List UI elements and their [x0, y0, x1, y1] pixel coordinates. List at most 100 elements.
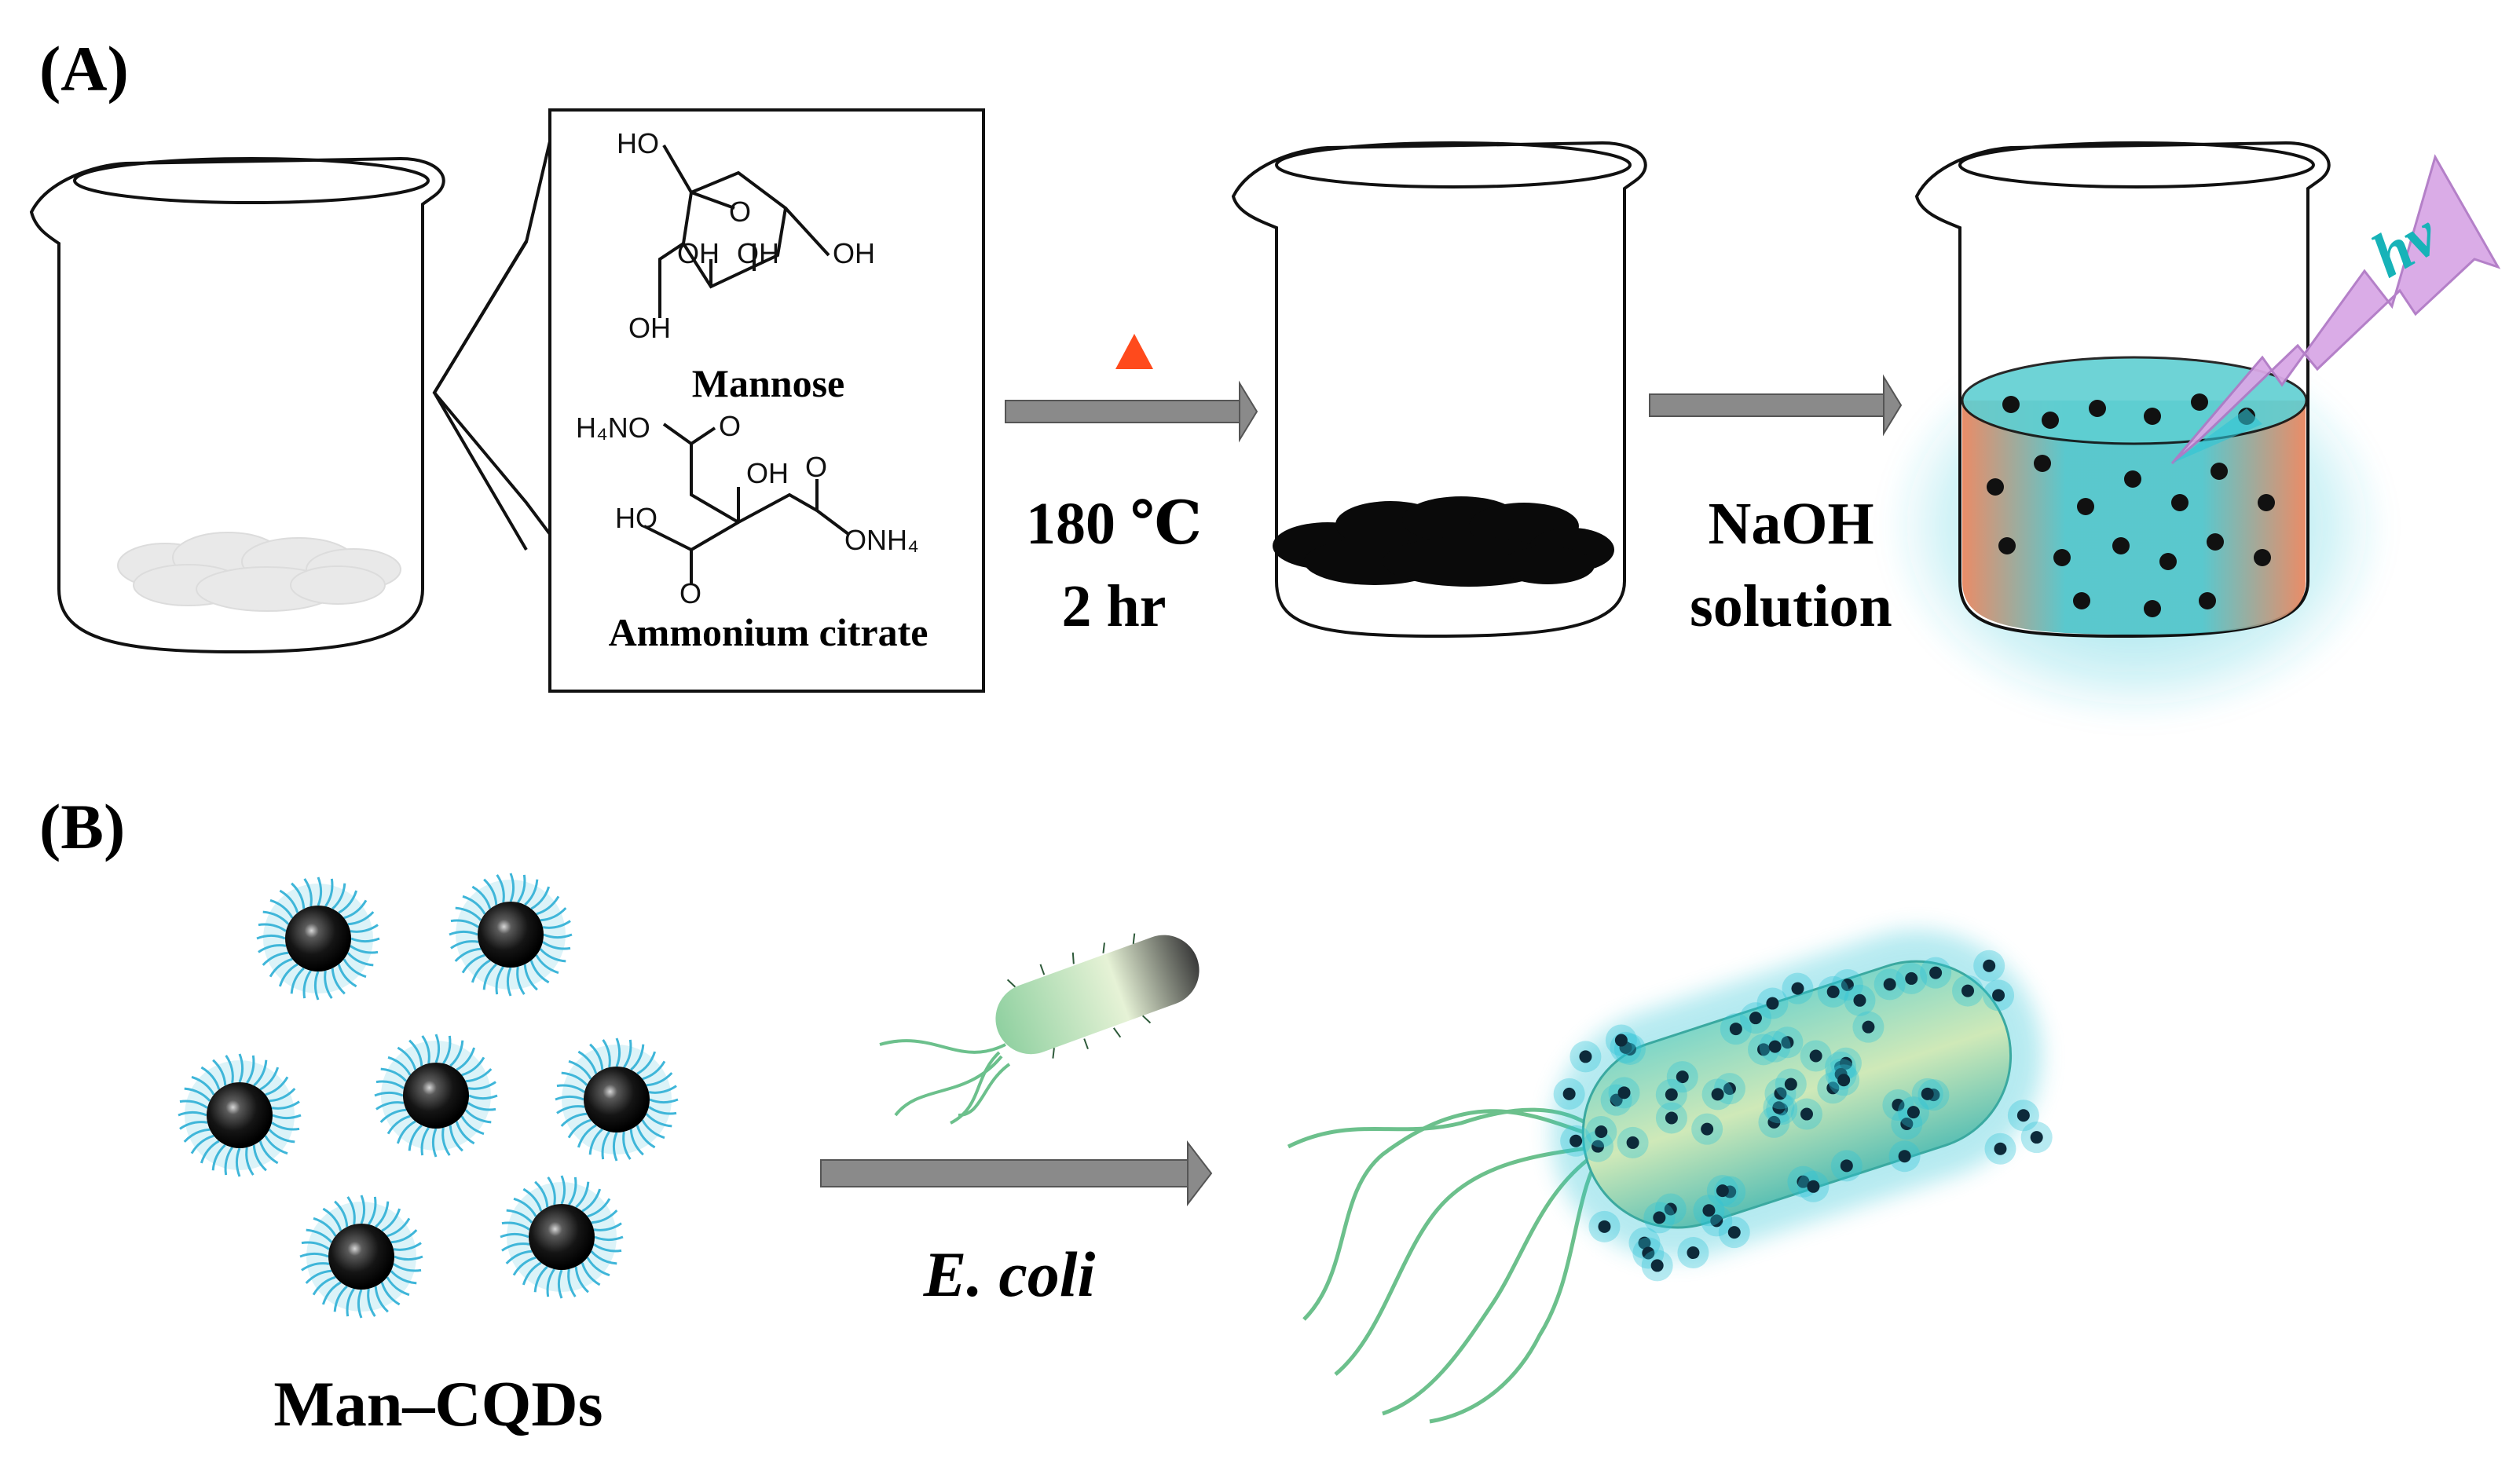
man-cqd-particles	[178, 873, 679, 1319]
step-1-time: 2 hr	[1062, 573, 1167, 639]
bound-cqd	[1853, 993, 1866, 1007]
man-cqds-label: Man–CQDs	[273, 1368, 603, 1440]
bound-cqd	[1727, 1226, 1741, 1239]
bound-cqd	[1729, 1023, 1742, 1036]
bound-cqd-dots	[1553, 950, 2053, 1282]
man-cqd-particle	[256, 876, 380, 1001]
bound-cqd	[1653, 1211, 1666, 1224]
mannose-atom: OH	[737, 237, 779, 269]
heat-triangle-icon	[1115, 334, 1153, 369]
citrate-atom: HO	[615, 502, 657, 534]
bound-cqd	[1598, 1220, 1611, 1233]
panel-b-label: (B)	[39, 791, 125, 862]
beaker-carbonized	[1231, 141, 1647, 639]
bound-cqd	[1562, 1087, 1576, 1100]
bound-cqd	[1749, 1012, 1762, 1025]
bound-cqd	[1665, 1111, 1678, 1125]
beaker-fluorescent	[1885, 141, 2388, 723]
bound-cqd	[1841, 979, 1854, 992]
bound-cqd	[1701, 1122, 1714, 1136]
mannose-atom: OH	[833, 237, 875, 269]
structure-box	[548, 108, 985, 693]
bound-cqd	[1994, 1142, 2007, 1155]
cqd-dots	[1987, 393, 2275, 617]
bound-cqd	[1710, 1214, 1723, 1228]
bound-cqd	[1826, 985, 1840, 998]
bound-cqd	[1961, 984, 1975, 997]
bound-cqd	[1839, 1056, 1852, 1070]
bound-cqd	[1883, 978, 1896, 991]
man-cqd-particle	[500, 1175, 624, 1299]
bound-cqd	[1992, 989, 2005, 1002]
bound-cqd	[1723, 1082, 1736, 1096]
e-coli-label: E. coli	[923, 1239, 1096, 1310]
white-powder	[117, 532, 401, 612]
bound-cqd	[1757, 1043, 1771, 1056]
callout-bracket	[432, 141, 551, 565]
bound-cqd	[1617, 1086, 1631, 1100]
bound-cqd	[1664, 1202, 1677, 1216]
bound-cqd	[1900, 1117, 1914, 1130]
bound-cqd	[1807, 1180, 1820, 1193]
citrate-atom: O	[679, 577, 701, 609]
panel-a-label: (A)	[39, 33, 129, 104]
labeled-bacterium	[1287, 930, 2053, 1424]
bound-cqd	[1892, 1098, 1905, 1111]
step-1-temperature: 180 ℃	[1026, 491, 1202, 557]
bound-cqd	[1614, 1034, 1628, 1047]
citrate-atom: H₄NO	[576, 412, 650, 444]
bound-cqd	[1650, 1259, 1664, 1272]
bound-cqd	[1837, 1074, 1851, 1087]
bound-cqd	[1905, 972, 1918, 985]
callout-pointer	[432, 240, 528, 551]
bound-cqd	[1809, 1049, 1822, 1063]
bound-cqd	[1766, 997, 1779, 1010]
arrow-dissolve	[1649, 374, 1903, 437]
bound-cqd	[1772, 1101, 1786, 1114]
mannose-label: Mannose	[692, 361, 844, 405]
bound-cqd	[1800, 1107, 1813, 1121]
bound-cqd	[1665, 1088, 1678, 1101]
man-cqd-particle	[555, 1037, 679, 1162]
bound-cqd	[1716, 1184, 1729, 1198]
bound-cqd	[1921, 1087, 1934, 1100]
bound-cqd	[2030, 1131, 2043, 1144]
man-cqd-particle	[299, 1195, 423, 1319]
bound-cqd	[1702, 1204, 1716, 1217]
bound-cqd	[1862, 1020, 1875, 1034]
mannose-atom: O	[729, 196, 751, 228]
bound-cqd	[1767, 1115, 1781, 1129]
arrow-heating	[1005, 380, 1258, 443]
bound-cqd	[1711, 1088, 1724, 1101]
citrate-atom: ONH₄	[844, 524, 919, 556]
step-2-solvent: solution	[1690, 573, 1892, 639]
bound-cqd	[1791, 982, 1804, 995]
bound-cqd	[1638, 1236, 1651, 1250]
bound-cqd	[1591, 1140, 1605, 1153]
bound-cqd	[1595, 1125, 1608, 1139]
bound-cqd	[1983, 959, 1996, 972]
ammonium-citrate-label: Ammonium citrate	[609, 610, 929, 654]
small-bacterium	[879, 933, 1200, 1125]
bound-cqd	[1676, 1070, 1689, 1084]
citrate-atom: O	[719, 410, 741, 442]
bound-cqd	[1784, 1078, 1797, 1091]
man-cqd-particle	[449, 873, 573, 997]
step-2-reagent: NaOH	[1708, 491, 1874, 557]
bound-cqd	[1687, 1246, 1700, 1260]
man-cqd-particle	[374, 1034, 498, 1158]
bound-cqd	[1781, 1036, 1794, 1049]
beaker-reactants	[29, 156, 445, 654]
citrate-atom: OH	[746, 457, 789, 489]
mannose-atom: OH	[628, 312, 671, 344]
bound-cqd	[1797, 1175, 1810, 1188]
bound-cqd	[1768, 1040, 1782, 1053]
bound-cqd	[1579, 1050, 1592, 1063]
bound-cqd	[1570, 1134, 1583, 1147]
mannose-atom: HO	[617, 127, 659, 159]
bound-cqd	[1906, 1106, 1920, 1119]
bound-cqd	[1929, 966, 1943, 979]
bound-cqd	[1626, 1136, 1639, 1149]
